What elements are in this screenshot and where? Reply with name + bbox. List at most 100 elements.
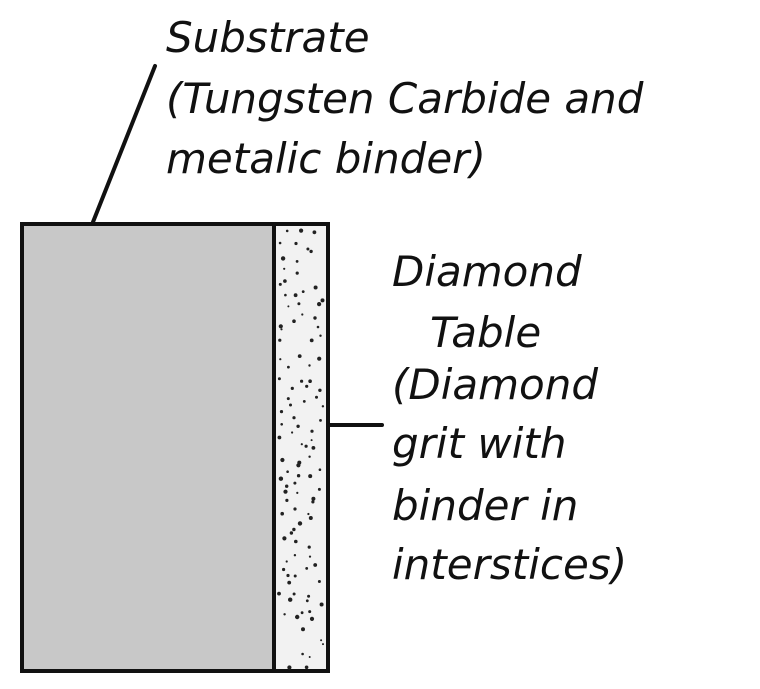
- grit-dot: [279, 358, 282, 361]
- substrate-label-line-2: (Tungsten Carbide and: [166, 74, 644, 123]
- grit-dot: [278, 476, 284, 481]
- grit-dot: [318, 468, 322, 472]
- grit-dot: [278, 324, 283, 329]
- grit-dot: [300, 611, 304, 615]
- grit-dot: [296, 424, 300, 428]
- grit-dot: [313, 563, 318, 567]
- grit-dot: [285, 229, 289, 233]
- grit-dot: [280, 256, 286, 261]
- grit-dot: [291, 431, 294, 434]
- grit-dot: [308, 455, 311, 458]
- grit-dot: [277, 377, 281, 381]
- grit-dot: [306, 247, 310, 251]
- grit-dot: [278, 241, 282, 245]
- grit-dot: [308, 516, 313, 520]
- diamond-table-label-line-3: (Diamond: [392, 360, 598, 409]
- diamond-table-label-line-2: Table: [430, 308, 541, 357]
- grit-dot: [322, 643, 324, 646]
- grit-dot: [308, 474, 313, 479]
- grit-dot: [309, 616, 315, 622]
- grit-dot: [287, 305, 290, 308]
- grit-dot: [292, 592, 296, 596]
- grit-dot: [321, 405, 325, 408]
- grit-dot: [289, 403, 292, 407]
- grit-dot: [290, 386, 294, 390]
- grit-dot: [285, 484, 289, 488]
- substrate-block: [20, 222, 276, 673]
- grit-dot: [308, 656, 311, 658]
- grit-dot: [297, 302, 301, 306]
- grit-dot: [316, 325, 320, 329]
- grit-dot: [293, 554, 297, 557]
- diamond-table-label-line-4: grit with: [392, 419, 567, 468]
- grit-dot: [288, 597, 293, 602]
- grit-dot: [295, 260, 299, 263]
- grit-dot: [309, 338, 314, 343]
- grit-dot: [287, 365, 290, 369]
- grit-dot: [307, 545, 311, 549]
- grit-dot: [299, 228, 304, 233]
- grit-dot: [302, 400, 306, 403]
- grit-dot: [296, 474, 301, 478]
- grit-dot: [280, 423, 284, 426]
- grit-dot: [285, 498, 289, 502]
- grit-dot: [293, 293, 298, 298]
- grit-dot: [279, 410, 284, 414]
- grit-dot: [277, 591, 281, 596]
- grit-dot: [293, 507, 297, 511]
- grit-dot: [297, 521, 303, 526]
- grit-dot: [311, 446, 316, 450]
- grit-dot: [282, 536, 287, 541]
- grit-dot: [307, 512, 310, 516]
- grit-dot: [286, 470, 289, 474]
- grit-dot: [301, 652, 304, 656]
- grit-dot: [309, 249, 313, 254]
- grit-dot: [307, 594, 311, 598]
- grit-dot: [301, 290, 305, 293]
- grit-dot: [317, 580, 321, 583]
- grit-dot: [295, 614, 300, 620]
- grit-dot: [286, 397, 290, 401]
- grit-dot: [283, 489, 288, 494]
- grit-dot: [308, 364, 311, 367]
- grit-dot: [319, 334, 322, 337]
- grit-dot: [284, 293, 287, 297]
- grit-dot: [313, 316, 317, 320]
- substrate-leader-line: [91, 64, 157, 224]
- grit-dot: [277, 435, 282, 440]
- grit-dot: [320, 639, 323, 642]
- substrate-label-line-1: Substrate: [166, 13, 370, 62]
- grit-dot: [293, 574, 297, 578]
- grit-dot: [289, 531, 294, 535]
- grit-dot: [305, 599, 309, 603]
- grit-dot: [296, 491, 299, 494]
- grit-dot: [319, 419, 322, 422]
- grit-dot: [308, 379, 312, 384]
- grit-dot: [278, 338, 282, 342]
- grit-dot: [283, 279, 287, 283]
- grit-dot: [297, 354, 302, 358]
- grit-dot: [293, 481, 297, 485]
- grit-dot: [317, 356, 322, 361]
- grit-dot: [287, 580, 292, 585]
- grit-dot: [311, 496, 316, 501]
- diamond-table-label-line-6: interstices): [392, 540, 627, 589]
- grit-dot: [300, 379, 304, 383]
- grit-dot: [319, 602, 324, 607]
- grit-dot: [308, 555, 312, 558]
- grit-dot: [282, 567, 286, 572]
- diamond-table-label-line-5: binder in: [392, 481, 578, 530]
- substrate-label-line-3: metalic binder): [166, 134, 486, 183]
- grit-dot: [304, 444, 308, 448]
- grit-dot: [292, 319, 296, 324]
- diamond-table-label-line-1: Diamond: [392, 247, 582, 296]
- grit-dot: [315, 395, 318, 399]
- grit-dot: [301, 627, 305, 632]
- grit-dot: [287, 665, 292, 670]
- grit-dot: [278, 282, 282, 286]
- grit-dot: [320, 298, 325, 303]
- grit-dot: [300, 443, 303, 446]
- grit-dot: [294, 241, 298, 246]
- grit-dot: [318, 388, 322, 392]
